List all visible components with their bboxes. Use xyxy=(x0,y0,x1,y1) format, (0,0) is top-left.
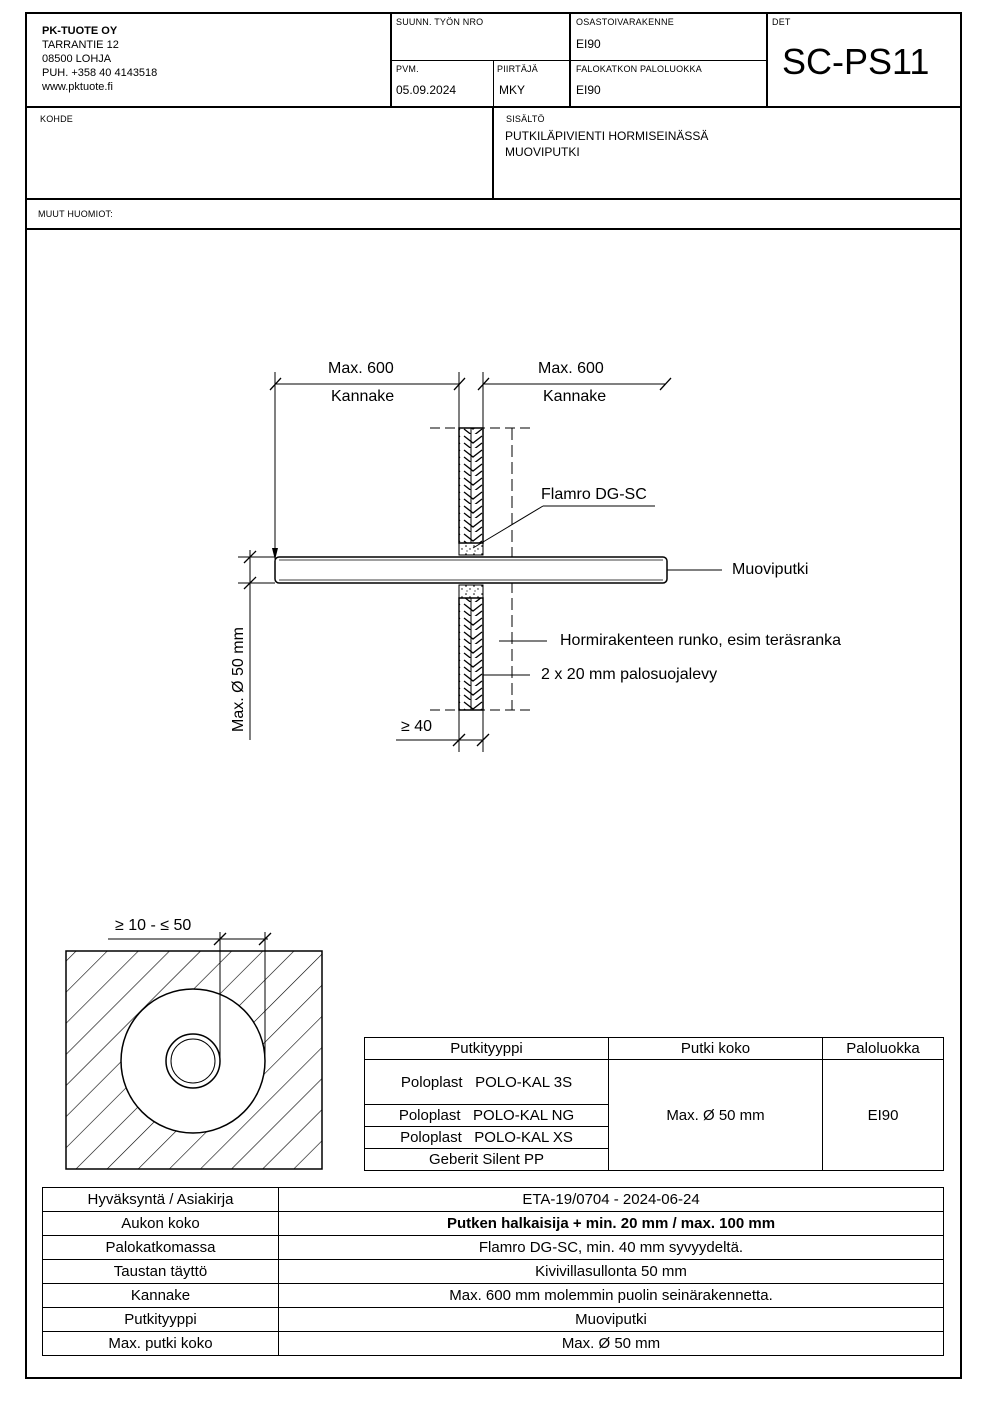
palo-value: EI90 xyxy=(576,83,601,97)
spec-value-max-size: Max. Ø 50 mm xyxy=(278,1331,944,1356)
spec-label-max-size: Max. putki koko xyxy=(42,1331,279,1356)
spec-value-support: Max. 600 mm molemmin puolin seinärakenne… xyxy=(278,1283,944,1308)
label-diameter: Max. Ø 50 mm xyxy=(230,627,247,732)
depth-dimension xyxy=(396,710,490,752)
palo-label: FALOKATKON PALOLUOKKA xyxy=(576,64,702,74)
spec-label-support: Kannake xyxy=(42,1283,279,1308)
dim-left-bottom: Kannake xyxy=(331,388,395,405)
sisalto-line2: MUOVIPUTKI xyxy=(505,145,580,159)
title-block-col1 xyxy=(390,12,392,107)
muut-huomiot-label: MUUT HUOMIOT: xyxy=(38,209,113,219)
spec-label-approval: Hyväksyntä / Asiakirja xyxy=(42,1187,279,1212)
pvm-value: 05.09.2024 xyxy=(396,83,457,97)
company-name: PK-TUOTE OY xyxy=(42,25,118,37)
spec-value-sealant: Flamro DG-SC, min. 40 mm syvyydeltä. xyxy=(278,1235,944,1260)
diameter-dimension xyxy=(238,550,275,740)
suunn-label: SUUNN. TYÖN NRO xyxy=(396,17,484,27)
kohde-label: KOHDE xyxy=(40,114,74,124)
sisalto-label: SISÄLTÖ xyxy=(506,114,545,124)
pipe-row-3: Poloplast POLO-KAL XS xyxy=(364,1126,609,1149)
dimension-right xyxy=(477,372,672,428)
dim-right-bottom: Kannake xyxy=(543,388,607,405)
label-gap: ≥ 10 - ≤ 50 xyxy=(115,917,192,934)
pipe-row-1: Poloplast POLO-KAL 3S xyxy=(364,1059,609,1105)
pipe-size: Max. Ø 50 mm xyxy=(608,1059,823,1171)
label-sealant: Flamro DG-SC xyxy=(541,486,647,503)
company-block: PK-TUOTE OY TARRANTIE 12 08500 LOHJA PUH… xyxy=(42,24,157,94)
label-frame: Hormirakenteen runko, esim teräsranka xyxy=(560,632,842,649)
title-block-col2 xyxy=(569,12,571,107)
sealant-upper xyxy=(458,542,484,556)
pipe-table-header-class: Paloluokka xyxy=(822,1037,944,1060)
kohde-divider xyxy=(25,198,962,200)
pvm-label: PVM. xyxy=(396,64,419,74)
sealant-lower xyxy=(458,584,484,599)
company-city: 08500 LOHJA xyxy=(42,53,112,65)
label-board: 2 x 20 mm palosuojalevy xyxy=(541,666,718,683)
sisalto-line1: PUTKILÄPIVIENTI HORMISEINÄSSÄ xyxy=(505,129,709,143)
spec-value-opening: Putken halkaisija + min. 20 mm / max. 10… xyxy=(278,1211,944,1236)
spec-value-approval: ETA-19/0704 - 2024-06-24 xyxy=(278,1187,944,1212)
dim-left-top: Max. 600 xyxy=(328,360,394,377)
label-depth: ≥ 40 xyxy=(401,718,433,735)
kohde-sisalto-divider xyxy=(492,106,494,199)
pipe-class: EI90 xyxy=(822,1059,944,1171)
pipe-table-header-type: Putkityyppi xyxy=(364,1037,609,1060)
spec-value-backfill: Kivivillasullonta 50 mm xyxy=(278,1259,944,1284)
piirtaja-value: MKY xyxy=(499,83,526,97)
title-block-col3 xyxy=(766,12,768,107)
pipe-row-2: Poloplast POLO-KAL NG xyxy=(364,1104,609,1127)
det-code: SC-PS11 xyxy=(782,41,930,82)
title-block-mid xyxy=(391,60,767,61)
det-label: DET xyxy=(772,17,791,27)
company-phone: PUH. +358 40 4143518 xyxy=(42,67,158,79)
label-pipe: Muoviputki xyxy=(732,561,809,578)
pipe-row-4: Geberit Silent PP xyxy=(364,1148,609,1171)
spec-value-pipe-type: Muoviputki xyxy=(278,1307,944,1332)
company-street: TARRANTIE 12 xyxy=(42,39,119,51)
notes-divider xyxy=(25,228,962,230)
spec-label-sealant: Palokatkomassa xyxy=(42,1235,279,1260)
dim-right-top: Max. 600 xyxy=(538,360,604,377)
plan-view xyxy=(65,932,323,1170)
osasto-label: OSASTOIVARAKENNE xyxy=(576,17,674,27)
pipe-table-header-size: Putki koko xyxy=(608,1037,823,1060)
pipe-table: Putkityyppi Putki koko Paloluokka Polopl… xyxy=(364,1037,944,1171)
company-web[interactable]: www.pktuote.fi xyxy=(42,81,113,93)
spec-label-backfill: Taustan täyttö xyxy=(42,1259,279,1284)
piirtaja-label: PIIRTÄJÄ xyxy=(497,64,538,74)
spec-table: Hyväksyntä / Asiakirja ETA-19/0704 - 202… xyxy=(42,1187,944,1356)
dimension-left xyxy=(269,372,466,560)
spec-label-pipe-type: Putkityyppi xyxy=(42,1307,279,1332)
osasto-value: EI90 xyxy=(576,37,601,51)
pipe xyxy=(274,556,668,584)
title-block-col-piirtaja xyxy=(493,61,494,107)
drawing-frame xyxy=(25,12,962,1379)
spec-label-opening: Aukon koko xyxy=(42,1211,279,1236)
